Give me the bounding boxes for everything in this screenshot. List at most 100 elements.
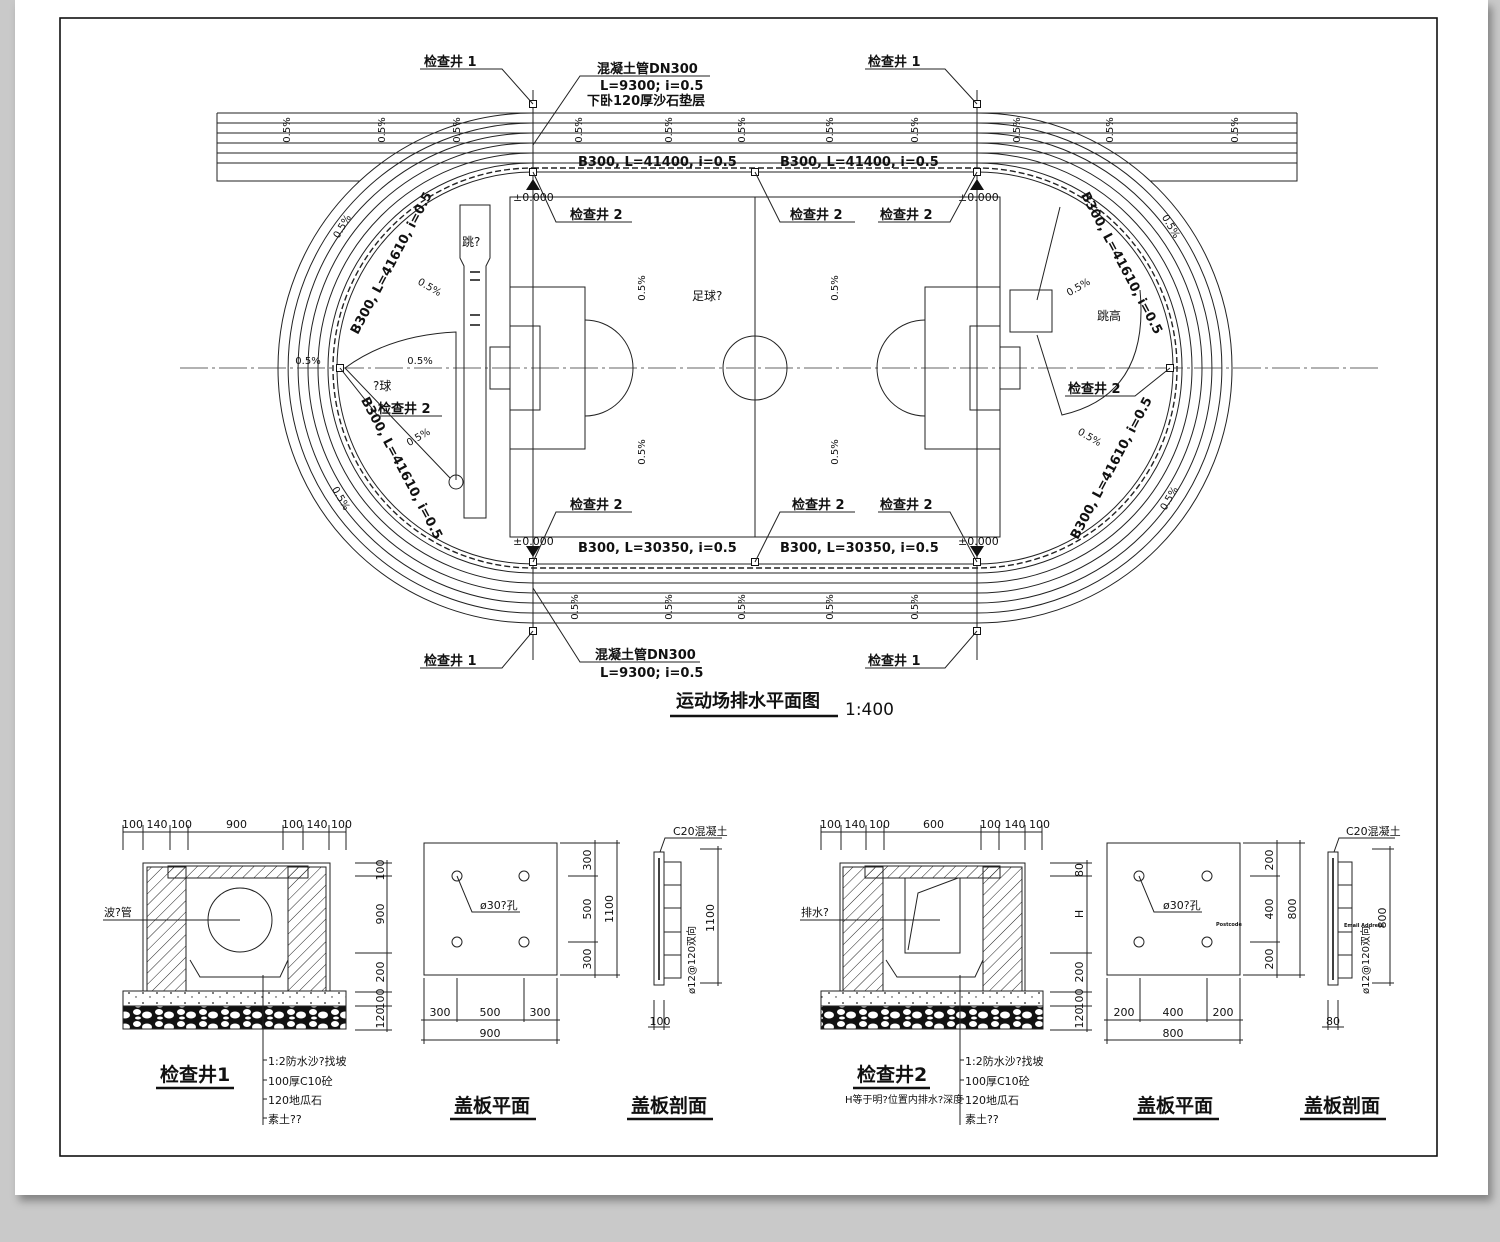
layer-label: 素土?? — [268, 1113, 302, 1126]
drain-channel — [904, 877, 961, 954]
hole-label: ø30?孔 — [1163, 899, 1201, 912]
pipe-label: 排水? — [801, 905, 829, 919]
pipe-note: L=9300; i=0.5 — [600, 666, 703, 681]
hole — [1133, 870, 1145, 882]
layer-label: 1:2防水沙?找坡 — [268, 1054, 347, 1068]
cover1-section: C20混凝土 ø12@120双向 1100 100 盖板剖面 — [627, 824, 728, 1121]
high-jump-label: 跳高 — [1097, 308, 1121, 323]
well2-note: H等于明?位置内排水?深度 — [845, 1093, 963, 1106]
stone-layer — [820, 1005, 1044, 1030]
hole — [1201, 936, 1213, 948]
pipe-leaders — [532, 75, 710, 663]
slope-label: 0.5% — [830, 439, 841, 464]
dim-label: 200 — [1114, 1006, 1135, 1019]
slope-label: 0.5% — [415, 277, 443, 299]
extension-lanes — [217, 122, 1297, 164]
layer-label: 1:2防水沙?找坡 — [965, 1054, 1044, 1068]
slope-label: 0.5% — [637, 439, 648, 464]
elevation-label: ±0.000 — [513, 191, 554, 204]
layer-label: 120地瓜石 — [268, 1094, 322, 1107]
detail-title: 盖板剖面 — [1304, 1094, 1380, 1117]
well2-label: 检查井 2 — [792, 497, 845, 513]
drain-label: B300, L=41610, i=0.5 — [1077, 190, 1165, 337]
dim-label: 200 — [1263, 949, 1276, 970]
pipe-label: 波?管 — [104, 905, 132, 919]
dim-label: 800 — [1163, 1027, 1184, 1040]
thickness-dimension — [648, 1000, 670, 1030]
top-dimension-line — [820, 825, 1043, 850]
slope-label: 0.5% — [825, 594, 836, 619]
dim-label: 600 — [923, 818, 944, 831]
dim-label: 80 — [1073, 863, 1086, 877]
dim-label: 900 — [226, 818, 247, 831]
height-dimension — [1372, 846, 1394, 986]
goal-right — [999, 346, 1021, 390]
slope-label: 0.5% — [377, 117, 388, 142]
slope-label: 0.5% — [910, 594, 921, 619]
long-jump-runway — [459, 204, 491, 519]
slope-label: 0.5% — [664, 594, 675, 619]
cover-outline — [423, 842, 558, 976]
well2-detail: 排水? 100 140 100 600 100 140 100 80 H 200… — [800, 818, 1092, 1126]
penalty-arc-left — [584, 319, 634, 417]
stone-layer — [122, 1005, 347, 1030]
hole-leader — [1138, 875, 1202, 913]
dim-label: 80 — [1326, 1015, 1340, 1028]
well1-label: 检查井 1 — [868, 54, 921, 70]
dim-label: 100 140 100 — [980, 818, 1050, 831]
concrete-base — [820, 990, 1044, 1007]
dim-label: 120 — [1073, 1008, 1086, 1029]
slope-label: 0.5% — [574, 117, 585, 142]
cover1-plan: ø30?孔 300 500 300 1100 300 500 300 900 盖… — [421, 840, 620, 1121]
dim-label: 100 — [374, 989, 387, 1010]
dim-label: 200 — [1073, 962, 1086, 983]
hole — [1201, 870, 1213, 882]
layer-label: 100厚C10砼 — [268, 1075, 333, 1088]
hole — [451, 936, 463, 948]
shot-put-sector — [344, 331, 457, 480]
side-dimension-line — [560, 840, 620, 978]
slope-label: 0.5% — [570, 594, 581, 619]
well1-label: 检查井 1 — [868, 653, 921, 669]
elevation-label: ±0.000 — [958, 191, 999, 204]
takeoff-marks — [470, 271, 480, 326]
drain-label: B300, L=41610, i=0.5 — [348, 190, 436, 337]
well-bench — [189, 959, 289, 978]
bottom-dimension-line — [421, 978, 560, 1044]
detail-title: 检查井2 — [857, 1063, 927, 1086]
plan-scale: 1:400 — [845, 700, 894, 720]
football-field — [489, 196, 1021, 538]
high-jump-mat — [1009, 289, 1053, 333]
rebar-grid — [1338, 861, 1353, 979]
football-label: 足球? — [692, 289, 722, 303]
well1-detail: 波?管 100 140 100 900 100 140 100 100 900 … — [103, 818, 392, 1126]
dim-label: 300 — [581, 949, 594, 970]
hole — [451, 870, 463, 882]
dim-label: 200 — [1263, 850, 1276, 871]
layer-label: 100厚C10砼 — [965, 1075, 1030, 1088]
plan-title: 运动场排水平面图 — [676, 690, 820, 712]
dim-label: 1100 — [603, 895, 616, 923]
shot-put-label: ?球 — [373, 379, 391, 393]
dim-label: 100 — [650, 1015, 671, 1028]
dim-label: 100 — [374, 860, 387, 881]
slope-label: 0.5% — [407, 356, 432, 367]
cover-slab — [167, 865, 309, 879]
elevation-label: ±0.000 — [958, 535, 999, 548]
layer-label: 素土?? — [965, 1113, 999, 1126]
slope-label: 0.5% — [1230, 117, 1241, 142]
rebar-label: ø12@120双向 — [1359, 926, 1372, 994]
material-leader — [1333, 837, 1395, 853]
concrete-base — [122, 990, 347, 1007]
slope-label: 0.5% — [1105, 117, 1116, 142]
elevation-label: ±0.000 — [513, 535, 554, 548]
well-wall-left — [842, 866, 884, 992]
pipe-note: 混凝土管DN300 — [597, 61, 698, 77]
layer-leader — [262, 975, 267, 1125]
track-straight-extension — [216, 112, 1298, 182]
dim-label: 100 140 100 — [122, 818, 192, 831]
detail-title: 盖板剖面 — [631, 1094, 707, 1117]
cover-outline — [1106, 842, 1241, 976]
dim-label: 300 — [430, 1006, 451, 1019]
layer-leader — [959, 975, 964, 1125]
